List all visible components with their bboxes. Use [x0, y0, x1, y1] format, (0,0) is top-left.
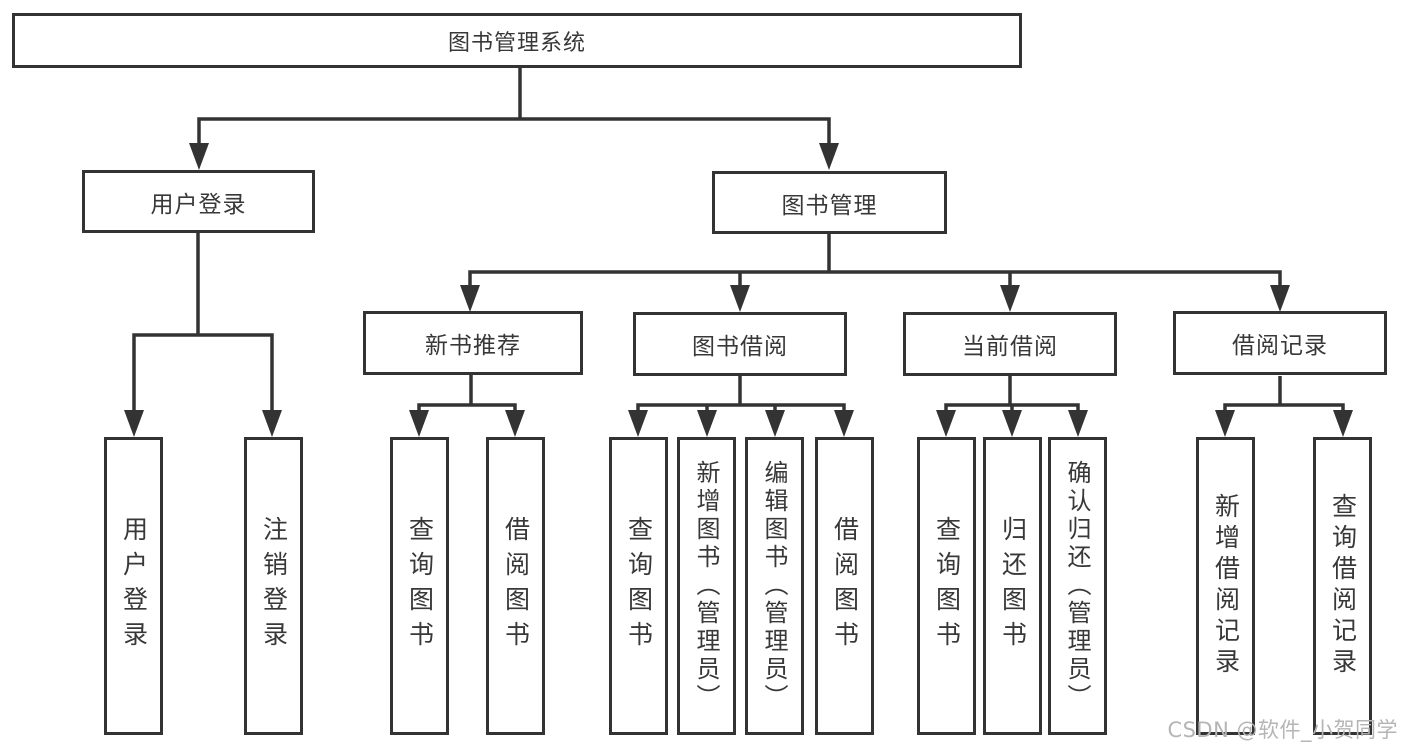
- connector-new-book-recommend-children: [409, 375, 525, 437]
- connector-book-borrow-children: [628, 376, 854, 437]
- node-book-borrow: 图书借阅: [633, 312, 847, 376]
- connector-borrow-records-children: [1215, 376, 1353, 437]
- node-new-book-recommend: 新书推荐: [363, 311, 583, 375]
- leaf-borrow-books: 借阅图书: [815, 437, 874, 735]
- connector-current-borrow-children: [936, 376, 1088, 437]
- leaf-query-books-borrow: 查询图书: [609, 437, 668, 735]
- leaf-edit-book-admin: 编辑图书（管理员）: [745, 437, 804, 735]
- csdn-watermark: CSDN @软件_小贺同学: [1167, 718, 1398, 742]
- connector-book-management-children: [460, 234, 1290, 312]
- leaf-query-books-current: 查询图书: [917, 437, 976, 735]
- leaf-add-borrow-record: 新增借阅记录: [1196, 437, 1255, 735]
- leaf-user-login: 用户登录: [104, 437, 163, 735]
- node-current-borrow: 当前借阅: [903, 312, 1117, 376]
- leaf-return-books: 归还图书: [983, 437, 1042, 735]
- connector-root-to-level2: [189, 67, 839, 170]
- leaf-query-borrow-record: 查询借阅记录: [1313, 437, 1372, 735]
- leaf-borrow-books-recommend: 借阅图书: [486, 437, 545, 735]
- node-root-system: 图书管理系统: [12, 13, 1022, 68]
- leaf-add-book-admin: 新增图书（管理员）: [677, 437, 736, 735]
- leaf-confirm-return-admin: 确认归还（管理员）: [1048, 437, 1107, 735]
- node-book-management: 图书管理: [712, 171, 947, 234]
- connector-user-login-children: [124, 233, 282, 437]
- node-user-login: 用户登录: [82, 170, 315, 233]
- node-borrow-records: 借阅记录: [1173, 311, 1387, 375]
- leaf-query-books-recommend: 查询图书: [390, 437, 449, 735]
- leaf-logout: 注销登录: [244, 437, 303, 735]
